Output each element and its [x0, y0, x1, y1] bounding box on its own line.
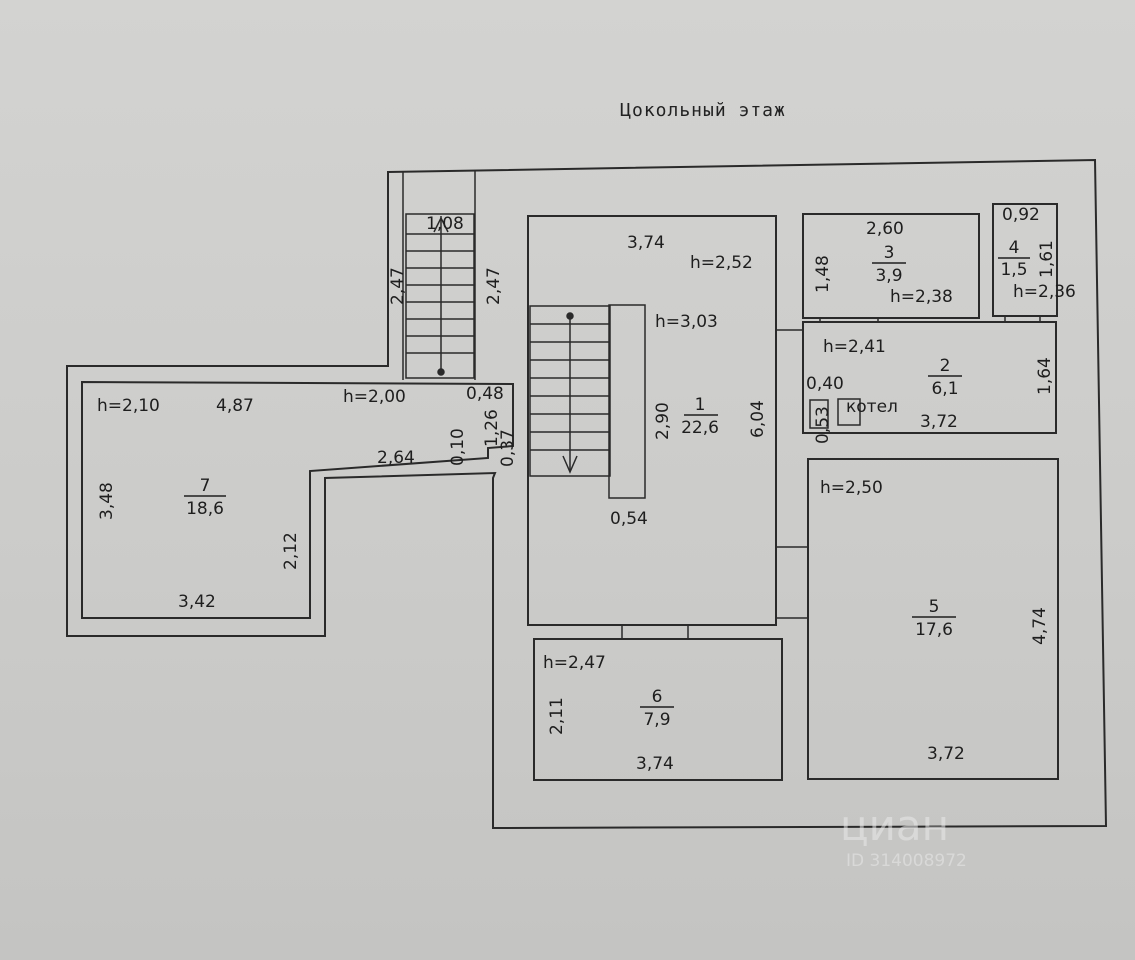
room-1-outline — [527, 215, 777, 626]
room-7-label: 7 18,6 — [184, 476, 226, 519]
room-6-label: 6 7,9 — [640, 687, 674, 730]
room-5-area: 17,6 — [915, 620, 953, 640]
room-4-number: 4 — [1009, 238, 1020, 258]
dim-0-92: 0,92 — [1002, 205, 1040, 225]
dim-2-90: 2,90 — [653, 402, 673, 440]
height-room-5: h=2,50 — [820, 478, 883, 498]
room-7-area: 18,6 — [186, 499, 224, 519]
room-7-number: 7 — [200, 476, 211, 496]
plan-title: Цокольный этаж — [620, 100, 786, 121]
dim-3-72-room-2: 3,72 — [920, 412, 958, 432]
room-4-label: 4 1,5 — [998, 238, 1030, 280]
dim-2-47-left: 2,47 — [388, 267, 408, 305]
stair-treads-inner — [529, 304, 646, 499]
room-1-number: 1 — [695, 395, 706, 415]
room-7-outline — [81, 380, 514, 619]
room-1-label: 1 22,6 — [681, 395, 719, 438]
height-room-6: h=2,47 — [543, 653, 606, 673]
height-room-3: h=2,38 — [890, 287, 953, 307]
height-stair: h=3,03 — [655, 312, 718, 332]
dim-3-74-room-6: 3,74 — [636, 754, 674, 774]
dim-1-08: 1,08 — [426, 214, 464, 234]
height-room-4: h=2,36 — [1013, 282, 1076, 302]
height-room-7: h=2,10 — [97, 396, 160, 416]
room-3-label: 3 3,9 — [872, 243, 906, 286]
dim-4-74: 4,74 — [1030, 607, 1050, 645]
dim-1-48: 1,48 — [813, 255, 833, 293]
room-2-outline — [802, 321, 1057, 434]
door-connectors — [621, 316, 1041, 639]
dim-0-10: 0,10 — [448, 428, 468, 466]
boiler-label: котел — [846, 397, 898, 417]
room-4-outline — [992, 203, 1058, 317]
dim-0-48: 0,48 — [466, 384, 504, 404]
dim-4-87: 4,87 — [216, 396, 254, 416]
outer-wall — [66, 158, 1108, 830]
dim-0-40: 0,40 — [806, 374, 844, 394]
dim-3-48: 3,48 — [97, 482, 117, 520]
room-6-number: 6 — [652, 687, 663, 707]
room-6-area: 7,9 — [643, 710, 670, 730]
room-2-area: 6,1 — [931, 379, 958, 399]
dim-3-72-room-5: 3,72 — [927, 744, 965, 764]
room-3-area: 3,9 — [875, 266, 902, 286]
height-room-1: h=2,52 — [690, 253, 753, 273]
room-2-number: 2 — [940, 356, 951, 376]
watermark-id: ID 314008972 — [846, 851, 967, 871]
cian-watermark: циан ID 314008972 — [840, 801, 967, 871]
dim-2-12: 2,12 — [281, 532, 301, 570]
room-5-label: 5 17,6 — [912, 597, 956, 640]
watermark-brand: циан — [840, 801, 949, 850]
height-hall: h=2,00 — [343, 387, 406, 407]
dim-2-11: 2,11 — [547, 697, 567, 735]
room-3-outline — [802, 213, 980, 319]
room-4-area: 1,5 — [1000, 260, 1027, 280]
dim-0-37: 0,37 — [498, 429, 518, 467]
stair-treads-top — [405, 213, 475, 379]
dim-0-54: 0,54 — [610, 509, 648, 529]
room-6-outline — [533, 638, 783, 781]
stair-channel — [402, 170, 476, 380]
room-2-label: 2 6,1 — [928, 356, 962, 399]
room-5-number: 5 — [929, 597, 940, 617]
boiler-box — [837, 398, 861, 426]
height-room-2: h=2,41 — [823, 337, 886, 357]
dim-2-47-right: 2,47 — [484, 267, 504, 305]
dim-3-42: 3,42 — [178, 592, 216, 612]
room-1-area: 22,6 — [681, 418, 719, 438]
dim-3-74-top: 3,74 — [627, 233, 665, 253]
dim-2-64: 2,64 — [377, 448, 415, 468]
boiler-niche — [809, 399, 829, 429]
dim-2-60: 2,60 — [866, 219, 904, 239]
dim-1-26: 1,26 — [482, 409, 502, 447]
room-3-number: 3 — [884, 243, 895, 263]
room-5-outline — [807, 458, 1059, 780]
dim-6-04: 6,04 — [748, 400, 768, 438]
dim-1-61: 1,61 — [1037, 240, 1057, 278]
dim-1-64: 1,64 — [1035, 357, 1055, 395]
dim-0-53: 0,53 — [813, 406, 833, 444]
